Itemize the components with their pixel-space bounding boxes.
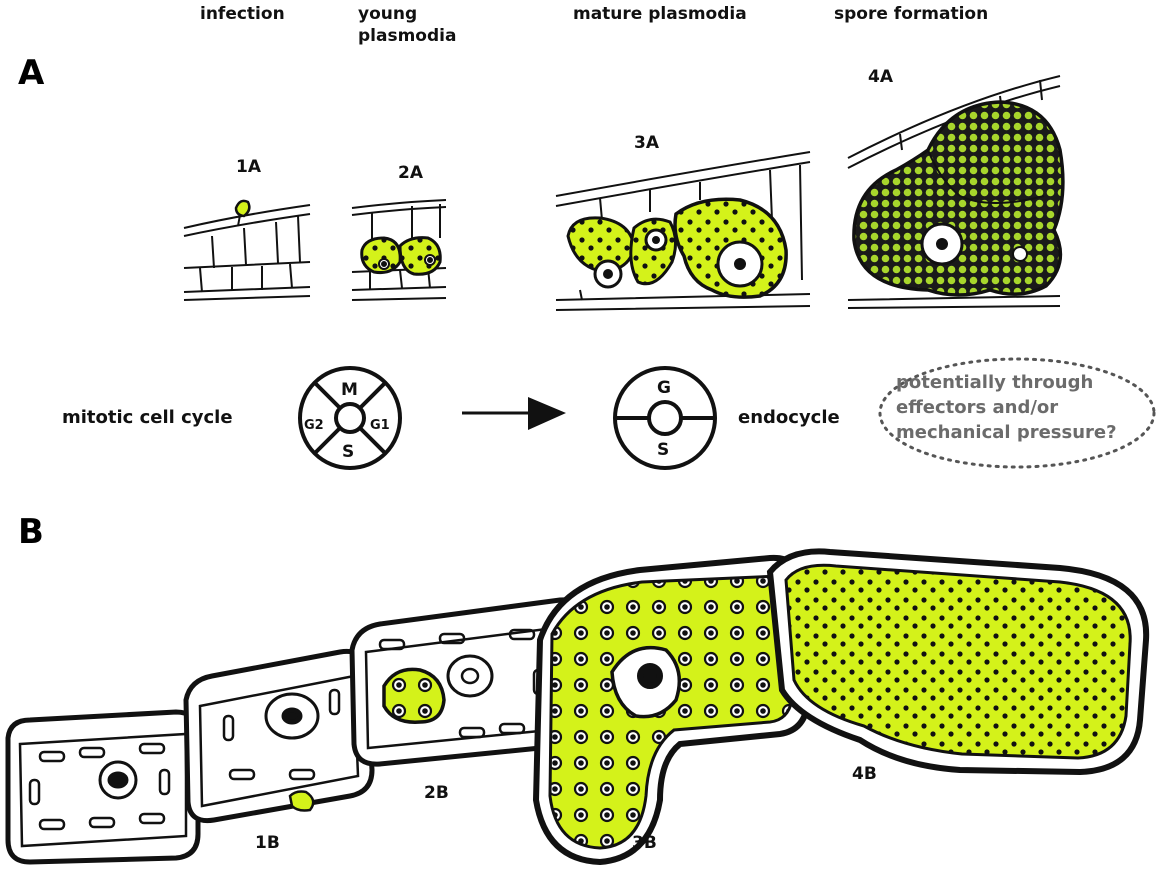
endo-phase-s: S — [657, 440, 670, 460]
cell-3b — [532, 554, 812, 866]
panel-a-letter: A — [18, 53, 45, 93]
label-1a: 1A — [236, 157, 261, 177]
mitotic-cycle-diagram — [298, 366, 402, 470]
endo-phase-g: G — [657, 378, 671, 398]
stage-infection-label: infection — [200, 4, 285, 24]
drawing-4a — [847, 75, 1065, 309]
mitotic-cycle-label: mitotic cell cycle — [62, 407, 233, 428]
phase-g1: G1 — [370, 418, 390, 433]
label-4b: 4B — [852, 764, 877, 784]
drawing-2a — [351, 199, 447, 301]
hypothesis-line-1: potentially through — [896, 372, 1094, 393]
cycle-arrow — [462, 397, 566, 430]
endocycle-diagram — [613, 366, 717, 470]
label-4a: 4A — [868, 67, 893, 87]
hypothesis-line-3: mechanical pressure? — [896, 422, 1117, 443]
stage-mature-label: mature plasmodia — [573, 4, 747, 24]
phase-m: M — [341, 380, 358, 400]
drawing-1a — [183, 199, 311, 301]
hypothesis-bubble-outline — [878, 357, 1156, 469]
drawing-3a — [555, 151, 811, 311]
label-2b: 2B — [424, 783, 449, 803]
hypothesis-note: potentially through effectors and/or mec… — [896, 370, 1146, 445]
label-3a: 3A — [634, 133, 659, 153]
stage-young-label-1: young — [358, 4, 418, 24]
cell-1b — [5, 709, 201, 865]
stage-spore-label: spore formation — [834, 4, 989, 24]
label-1b: 1B — [255, 833, 280, 853]
stage-young-label-2: plasmodia — [358, 26, 457, 46]
label-2a: 2A — [398, 163, 423, 183]
cell-2b — [349, 597, 587, 767]
panel-b-letter: B — [18, 512, 44, 552]
cell-4b — [766, 548, 1150, 776]
endocycle-label: endocycle — [738, 407, 840, 428]
phase-s: S — [342, 442, 355, 462]
cell-2 — [183, 648, 375, 824]
hypothesis-line-2: effectors and/or — [896, 397, 1059, 418]
phase-g2: G2 — [304, 418, 324, 433]
label-3b: 3B — [632, 833, 657, 853]
